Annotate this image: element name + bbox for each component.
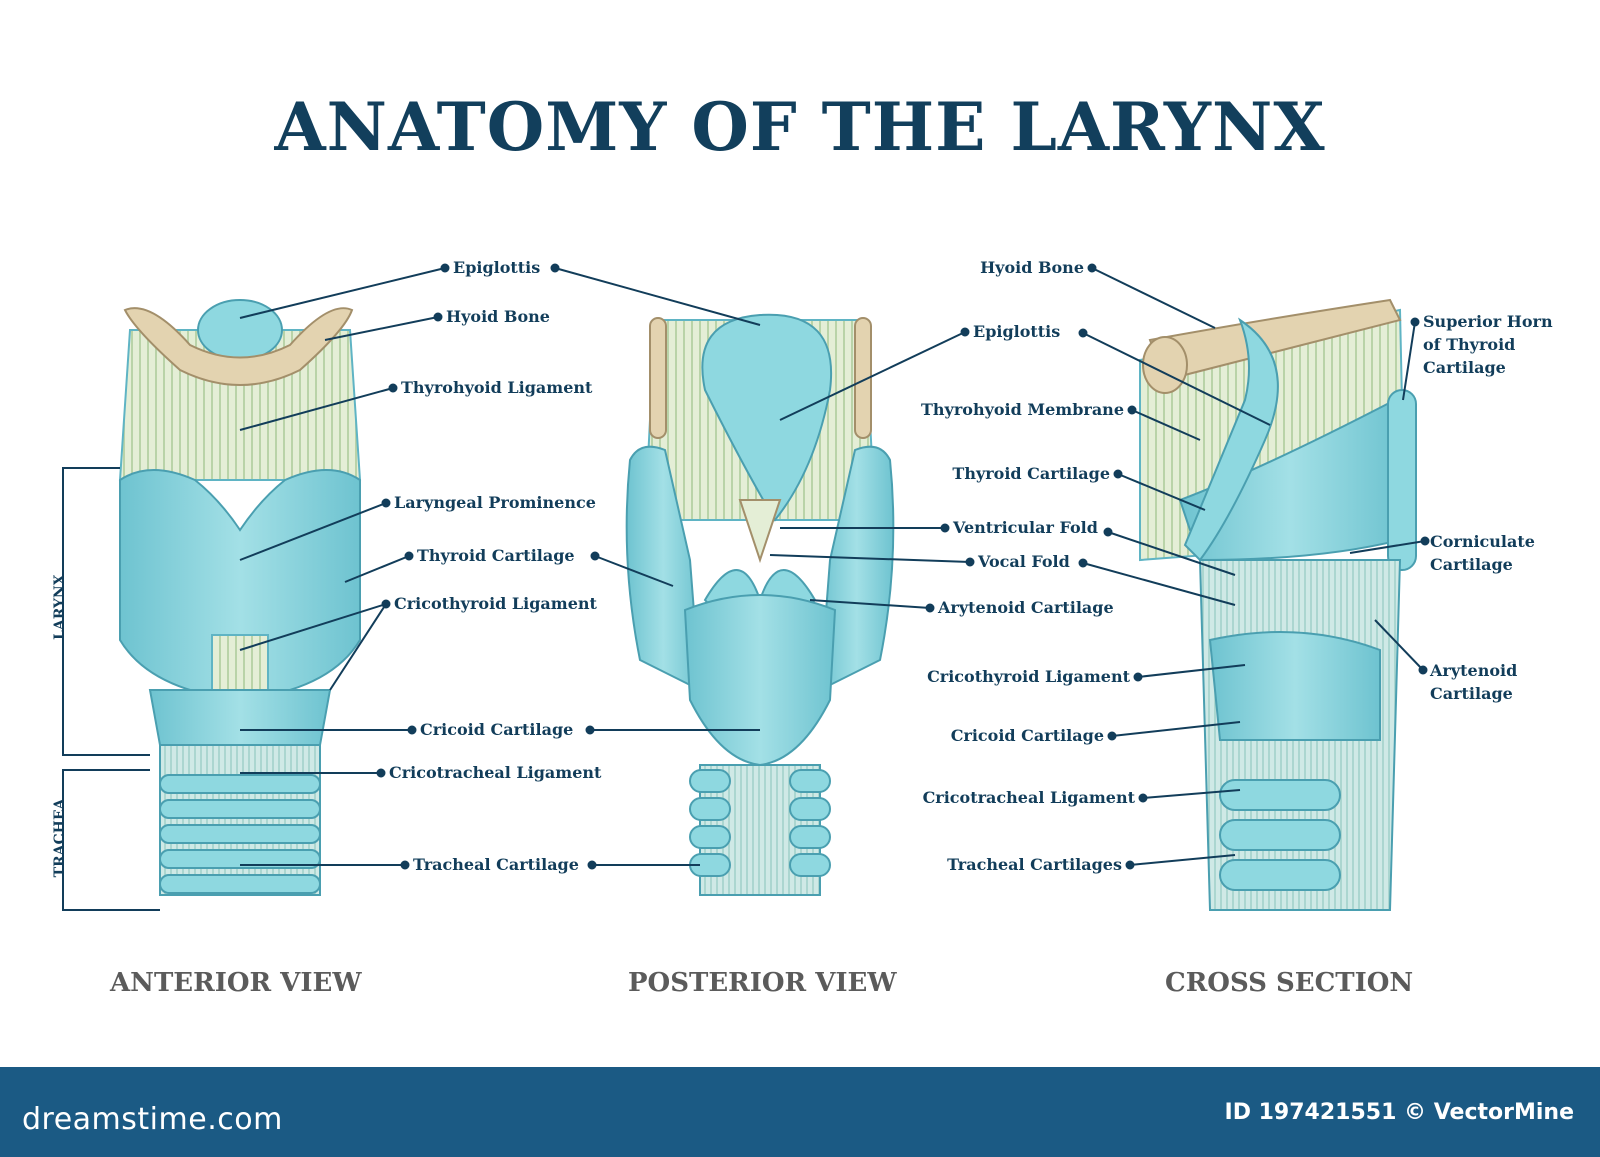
cross-section-drawing xyxy=(1139,298,1417,911)
anterior-label-cricoid-cartilage: Cricoid Cartilage xyxy=(420,720,574,739)
cross-label-thyrohyoid-membrane: Thyrohyoid Membrane xyxy=(921,400,1124,419)
cross-label-cricoid-cartilage: Cricoid Cartilage xyxy=(950,726,1104,745)
larynx-side-label: LARYNX xyxy=(52,574,68,640)
cross-label-arytenoid-cartilage: Arytenoid Cartilage xyxy=(1430,661,1518,703)
region-brackets xyxy=(62,467,160,911)
posterior-label-arytenoid-cartilage: Arytenoid Cartilage xyxy=(938,598,1114,617)
anterior-label-thyroid-cartilage: Thyroid Cartilage xyxy=(417,546,575,565)
anterior-label-epiglottis: Epiglottis xyxy=(453,258,541,277)
cross-label-superior-horn: Superior Horn of Thyroid Cartilage xyxy=(1423,312,1553,377)
posterior-label-ventricular-fold: Ventricular Fold xyxy=(953,518,1098,537)
footer-brand-logo[interactable]: dreamstime.com xyxy=(22,1102,283,1137)
cross-label-corniculate-cartilage: Corniculate Cartilage xyxy=(1430,532,1535,574)
posterior-label-epiglottis: Epiglottis xyxy=(973,322,1061,341)
leader-lines xyxy=(239,263,1430,870)
anterior-label-laryngeal-prominence: Laryngeal Prominence xyxy=(394,493,596,512)
trachea-side-label: TRACHEA xyxy=(52,798,68,878)
anterior-view-drawing xyxy=(118,299,362,896)
cross-label-tracheal-cartilages: Tracheal Cartilages xyxy=(947,855,1122,874)
cross-label-thyroid-cartilage: Thyroid Cartilage xyxy=(952,464,1110,483)
cross-label-hyoid-bone: Hyoid Bone xyxy=(980,258,1084,277)
page-title: ANATOMY OF THE LARYNX xyxy=(274,88,1326,166)
anterior-label-cricotracheal-ligament: Cricotracheal Ligament xyxy=(389,763,602,782)
cross-label-cricotracheal-ligament: Cricotracheal Ligament xyxy=(922,788,1135,807)
anterior-label-thyrohyoid-ligament: Thyrohyoid Ligament xyxy=(401,378,593,397)
anterior-view-title: ANTERIOR VIEW xyxy=(110,968,362,998)
anterior-label-hyoid-bone: Hyoid Bone xyxy=(446,307,550,326)
anterior-label-tracheal-cartilage: Tracheal Cartilage xyxy=(413,855,579,874)
anterior-label-cricothyroid-ligament: Cricothyroid Ligament xyxy=(394,594,597,613)
footer-image-credit: ID 197421551 © VectorMine xyxy=(1224,1100,1574,1125)
posterior-label-vocal-fold: Vocal Fold xyxy=(978,552,1070,571)
cross-section-title: CROSS SECTION xyxy=(1165,968,1414,998)
footer-bar xyxy=(0,1067,1600,1157)
posterior-view-drawing xyxy=(625,313,895,896)
posterior-view-title: POSTERIOR VIEW xyxy=(628,968,897,998)
cross-label-cricothyroid-ligament: Cricothyroid Ligament xyxy=(927,667,1130,686)
larynx-illustration xyxy=(62,263,1430,911)
